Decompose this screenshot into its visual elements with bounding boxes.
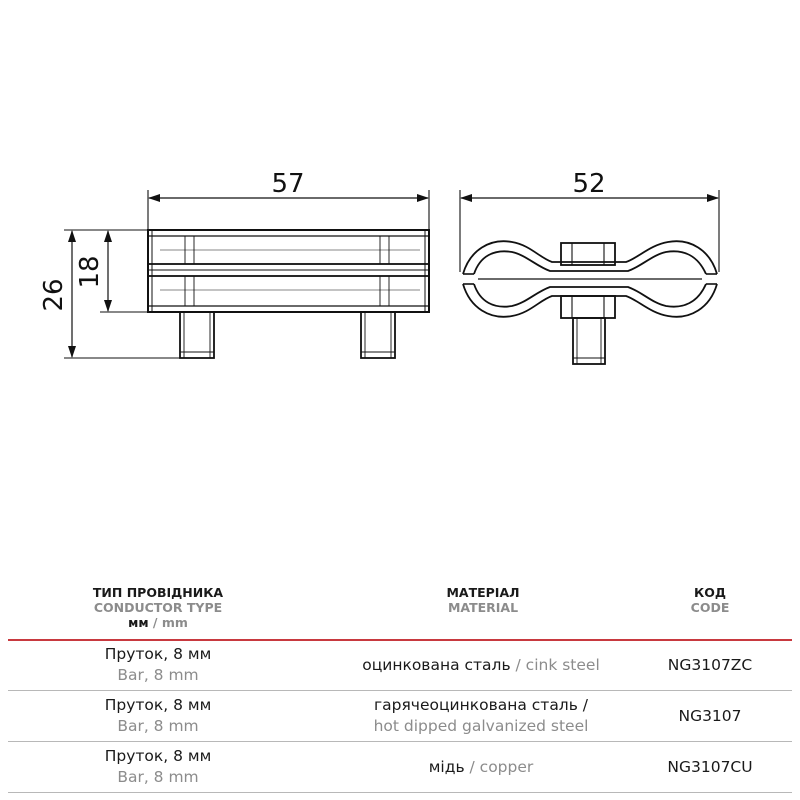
material-line: мідь / copper xyxy=(429,757,534,778)
side-view xyxy=(459,190,720,365)
material-ua: мідь xyxy=(428,757,465,776)
front-bolt-left xyxy=(179,311,215,359)
material-sep: / xyxy=(510,655,526,674)
header-unit: мм / mm xyxy=(40,615,276,630)
cell-conductor: Пруток, 8 мм Bar, 8 mm xyxy=(40,691,276,741)
cell-code: NG3107CU xyxy=(660,742,760,792)
cell-material: мідь / copper xyxy=(276,742,686,792)
conductor-ua: Пруток, 8 мм xyxy=(104,696,212,714)
spec-table: ТИП ПРОВІДНИКА CONDUCTOR TYPE мм / mm МА… xyxy=(0,585,800,793)
table-row: Пруток, 8 мм Bar, 8 mm мідь / copper NG3… xyxy=(8,742,792,793)
material-en: copper xyxy=(479,757,534,776)
header-conductor-en: CONDUCTOR TYPE xyxy=(93,600,223,615)
material-ua: гарячеоцинкована сталь / xyxy=(373,696,589,714)
product-code: NG3107ZC xyxy=(667,655,753,674)
material-ua: оцинкована сталь xyxy=(362,655,511,674)
header-conductor-ua: ТИП ПРОВІДНИКА xyxy=(92,585,224,600)
table-header: ТИП ПРОВІДНИКА CONDUCTOR TYPE мм / mm МА… xyxy=(0,585,800,641)
conductor-en: Bar, 8 mm xyxy=(117,666,199,684)
conductor-ua: Пруток, 8 мм xyxy=(104,747,212,765)
product-code: NG3107 xyxy=(678,706,742,725)
material-sep: / xyxy=(464,757,480,776)
cell-material: оцинкована сталь / cink steel xyxy=(276,640,686,690)
dimension-57-label: 57 xyxy=(271,169,304,199)
side-bolt xyxy=(572,317,606,365)
table-row: Пруток, 8 мм Bar, 8 mm оцинкована сталь … xyxy=(8,640,792,691)
cell-conductor: Пруток, 8 мм Bar, 8 mm xyxy=(40,742,276,792)
technical-drawing: 57 26 18 xyxy=(39,169,720,365)
product-code: NG3107CU xyxy=(667,757,753,776)
header-material-ua: МАТЕРІАЛ xyxy=(446,585,520,600)
cell-code: NG3107 xyxy=(660,691,760,741)
side-nut-bottom xyxy=(560,295,616,319)
header-code-en: CODE xyxy=(690,600,730,615)
header-unit-ua: мм xyxy=(128,615,149,630)
material-en: hot dipped galvanized steel xyxy=(373,717,589,735)
cell-material: гарячеоцинкована сталь / hot dipped galv… xyxy=(276,691,686,741)
header-unit-en: mm xyxy=(161,615,188,630)
cell-code: NG3107ZC xyxy=(660,640,760,690)
table-row: Пруток, 8 мм Bar, 8 mm гарячеоцинкована … xyxy=(8,691,792,742)
dimension-18-label: 18 xyxy=(75,255,105,288)
header-material: МАТЕРІАЛ MATERIAL xyxy=(276,585,690,615)
cell-conductor: Пруток, 8 мм Bar, 8 mm xyxy=(40,640,276,690)
material-line: оцинкована сталь / cink steel xyxy=(362,655,600,676)
conductor-en: Bar, 8 mm xyxy=(117,717,199,735)
header-code-ua: КОД xyxy=(694,585,726,600)
conductor-ua: Пруток, 8 мм xyxy=(104,645,212,663)
front-bolt-right xyxy=(360,311,396,359)
front-view xyxy=(64,190,430,359)
table-body: Пруток, 8 мм Bar, 8 mm оцинкована сталь … xyxy=(8,640,792,793)
dimension-26-label: 26 xyxy=(39,278,69,311)
side-nut-top xyxy=(560,242,616,266)
material-en: cink steel xyxy=(525,655,600,674)
header-material-en: MATERIAL xyxy=(447,600,519,615)
header-divider xyxy=(8,639,792,641)
header-unit-sep: / xyxy=(148,615,162,630)
conductor-en: Bar, 8 mm xyxy=(117,768,199,786)
header-conductor-type: ТИП ПРОВІДНИКА CONDUCTOR TYPE мм / mm xyxy=(40,585,276,630)
header-code: КОД CODE xyxy=(660,585,760,615)
dimension-52-label: 52 xyxy=(572,169,605,199)
